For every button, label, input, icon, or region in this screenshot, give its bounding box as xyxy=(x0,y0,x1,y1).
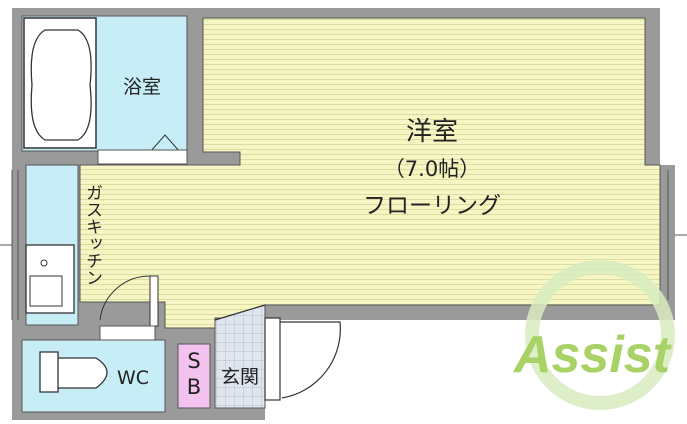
storage-area xyxy=(177,343,211,409)
assist-logo: Assist xyxy=(512,260,675,410)
western-room-name: 洋室 xyxy=(406,117,458,147)
bath-label: 浴室 xyxy=(123,76,161,98)
entrance-tile xyxy=(214,304,266,409)
logo-swoosh xyxy=(525,260,675,410)
toilet xyxy=(39,351,108,393)
western-room-size: （7.0帖） xyxy=(384,157,480,181)
entrance-step xyxy=(214,304,266,321)
storage-label-b: B xyxy=(187,375,201,399)
wc-label: WC xyxy=(117,367,149,389)
bathtub-basin xyxy=(30,29,92,141)
kitchen-label: ガスキッチン xyxy=(82,184,102,286)
left-window xyxy=(0,170,19,320)
entrance-label: 玄関 xyxy=(221,366,259,388)
bath-door xyxy=(149,134,181,153)
western-room-floor-type: フローリング xyxy=(363,193,501,219)
storage-label-s: S xyxy=(187,349,200,373)
logo-text: Assist xyxy=(512,326,673,384)
entrance-door xyxy=(264,317,341,401)
right-window xyxy=(659,170,687,300)
